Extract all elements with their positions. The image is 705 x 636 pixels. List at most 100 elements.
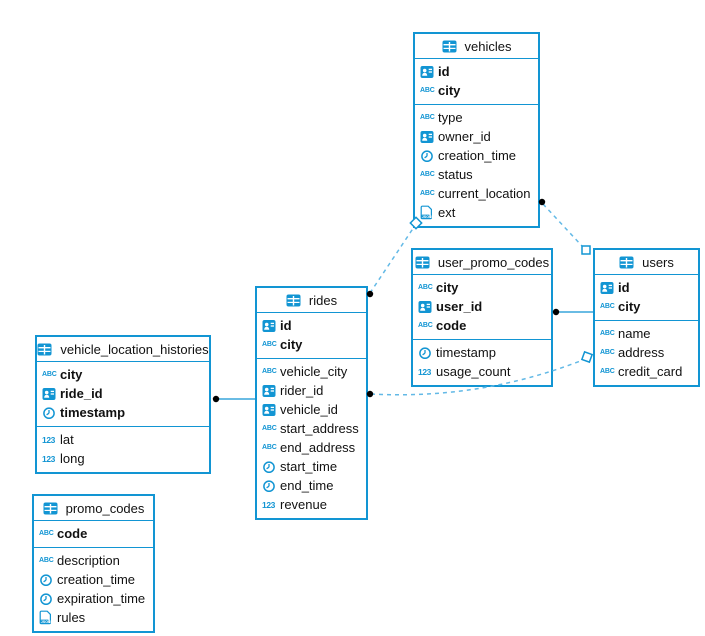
column-label: end_time [280, 478, 334, 493]
column-label: rider_id [280, 383, 324, 398]
timestamp-type-icon [42, 406, 60, 420]
column-label: expiration_time [57, 591, 146, 606]
column-label: code [57, 526, 88, 541]
text-type-icon: ABC [420, 114, 435, 121]
many-side-diamond-marker [581, 245, 591, 255]
json-type-icon: JSON [420, 205, 438, 220]
column-label: creation_time [57, 572, 136, 587]
table-header-rides[interactable]: rides [257, 288, 366, 313]
text-type-icon: ABC [262, 444, 277, 451]
table-header-vehicles[interactable]: vehicles [415, 34, 538, 59]
text-type-icon: ABC [600, 303, 615, 310]
text-type-icon: ABC [262, 425, 277, 432]
table-title: promo_codes [65, 500, 145, 516]
json-type-icon: JSON [39, 610, 57, 625]
table-header-user_promo_codes[interactable]: user_promo_codes [413, 250, 551, 275]
table-header-users[interactable]: users [595, 250, 698, 275]
column-row-id: id [415, 62, 538, 81]
column-row-id: id [257, 316, 366, 335]
column-row-start_time: start_time [257, 457, 366, 476]
column-label: timestamp [60, 405, 126, 420]
column-label: id [618, 280, 630, 295]
column-label: timestamp [436, 345, 496, 360]
column-label: start_time [280, 459, 338, 474]
column-label: owner_id [438, 129, 491, 144]
table-title: users [642, 254, 674, 270]
column-row-ride_id: ride_id [37, 384, 209, 403]
timestamp-type-icon [262, 479, 280, 493]
svg-text:JSON: JSON [41, 620, 51, 624]
table-icon [415, 256, 433, 269]
id-icon [42, 387, 60, 401]
table-header-promo_codes[interactable]: promo_codes [34, 496, 153, 521]
text-type-icon: ABC [420, 171, 435, 178]
id-icon [600, 281, 618, 295]
text-type-icon: ABC [420, 87, 435, 94]
column-label: type [438, 110, 463, 125]
one-side-dot-marker [212, 395, 220, 403]
id-icon [420, 65, 438, 79]
column-label: start_address [280, 421, 359, 436]
text-type-icon: ABC [600, 330, 615, 337]
id-icon [262, 319, 280, 333]
number-type-icon: 123 [262, 499, 275, 510]
column-label: name [618, 326, 651, 341]
column-label: city [60, 367, 83, 382]
column-label: creation_time [438, 148, 517, 163]
column-label: credit_card [618, 364, 683, 379]
timestamp-type-icon [262, 460, 280, 474]
column-row-rider_id: rider_id [257, 381, 366, 400]
table-title: vehicles [464, 38, 512, 54]
table-header-vehicle_location_histories[interactable]: vehicle_location_histories [37, 337, 209, 362]
column-label: usage_count [436, 364, 511, 379]
column-label: revenue [280, 497, 327, 512]
column-label: ride_id [60, 386, 103, 401]
number-type-icon: 123 [42, 453, 55, 464]
column-label: rules [57, 610, 86, 625]
timestamp-type-icon [39, 573, 57, 587]
svg-text:JSON: JSON [422, 215, 432, 219]
column-label: vehicle_id [280, 402, 338, 417]
column-label: ext [438, 205, 456, 220]
timestamp-type-icon [420, 149, 438, 163]
column-row-user_id: user_id [413, 297, 551, 316]
column-row-creation_time: creation_time [415, 146, 538, 165]
table-title: user_promo_codes [437, 254, 550, 270]
column-label: city [436, 280, 459, 295]
id-icon [262, 384, 280, 398]
column-label: id [438, 64, 450, 79]
column-label: id [280, 318, 292, 333]
column-label: description [57, 553, 120, 568]
table-icon [286, 294, 304, 307]
timestamp-type-icon [39, 592, 57, 606]
column-label: city [280, 337, 303, 352]
